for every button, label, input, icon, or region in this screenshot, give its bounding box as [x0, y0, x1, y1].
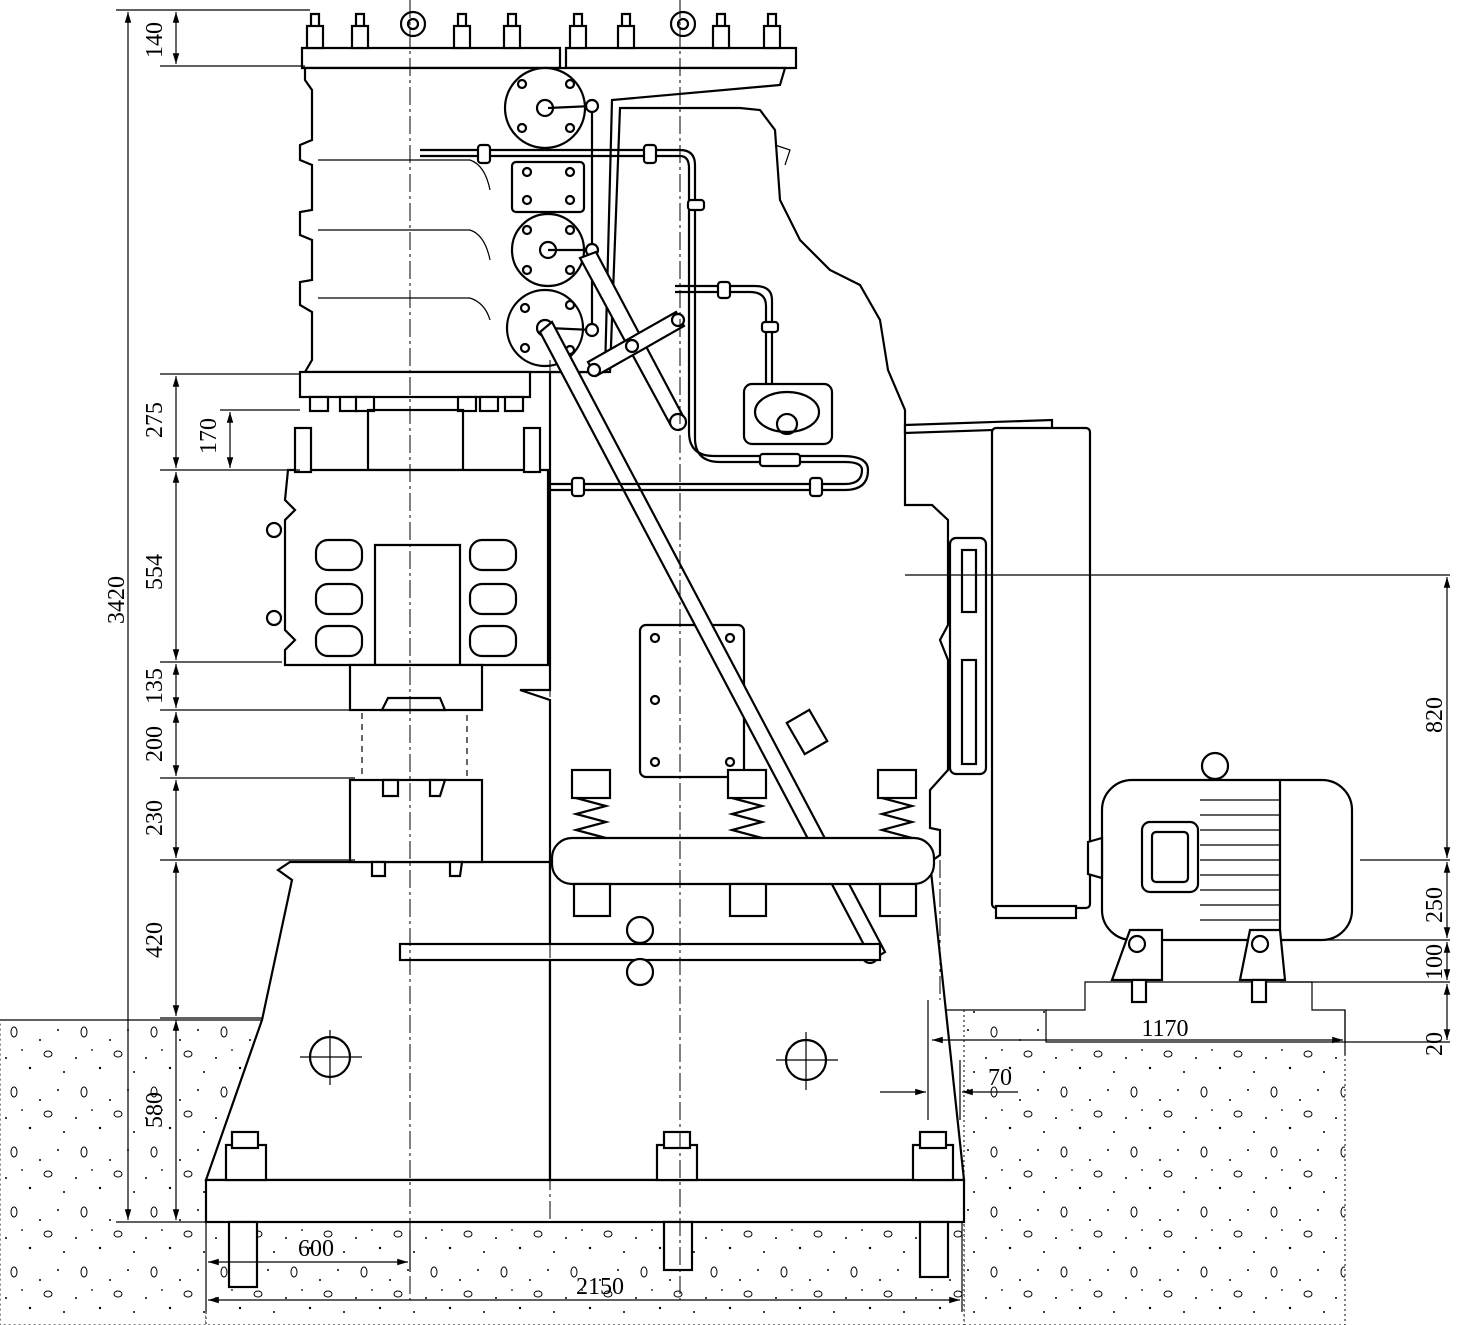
dimension-lines: 140 3420 275 170 554 135 200 230 420 580… — [104, 9, 1451, 1312]
dim-top-flange: 140 — [142, 22, 168, 58]
dim-lower-die: 230 — [142, 800, 168, 836]
valve-assembly — [503, 66, 600, 368]
dim-motor-axis-height: 820 — [1422, 697, 1448, 733]
dim-foundation-step: 70 — [988, 1065, 1012, 1091]
lower-die — [348, 778, 484, 878]
dim-anvil-block: 420 — [142, 922, 168, 958]
motor-terminal-box — [1140, 820, 1200, 894]
dim-guide-block: 554 — [142, 554, 168, 590]
belt-guard — [903, 418, 1092, 920]
dim-upper-anvil-inner: 170 — [196, 418, 222, 454]
dim-motor-offset: 1170 — [1141, 1016, 1188, 1042]
spring-middle — [726, 768, 768, 918]
dim-upper-anvil: 275 — [142, 402, 168, 438]
cylinder-bottom-studs — [308, 395, 525, 413]
spring-buffer — [550, 768, 936, 918]
center-lines — [409, 0, 941, 1300]
spring-left — [570, 768, 612, 918]
electric-motor — [1086, 751, 1354, 1004]
valve-upper — [503, 66, 587, 150]
anchor-bolt-right — [911, 1130, 955, 1279]
dim-motor-step: 20 — [1422, 1032, 1448, 1056]
anchor-bolt-middle — [655, 1130, 699, 1272]
dim-upper-die: 135 — [142, 668, 168, 704]
dim-base: 580 — [142, 1092, 168, 1128]
dim-center-offset: 600 — [298, 1236, 334, 1262]
foundation — [0, 981, 1346, 1325]
anvil-base — [204, 860, 966, 1289]
guide-and-upper-die — [265, 408, 550, 781]
dim-motor-bed: 100 — [1422, 944, 1448, 980]
dim-motor-base: 250 — [1422, 887, 1448, 923]
control-linkage — [398, 250, 887, 987]
anchor-bolt-left — [224, 1130, 268, 1289]
dim-total-height: 3420 — [104, 576, 130, 624]
dim-die-gap: 200 — [142, 726, 168, 762]
spring-right — [876, 768, 918, 918]
dim-overall-width: 2150 — [576, 1274, 624, 1300]
head-studs — [305, 10, 782, 50]
